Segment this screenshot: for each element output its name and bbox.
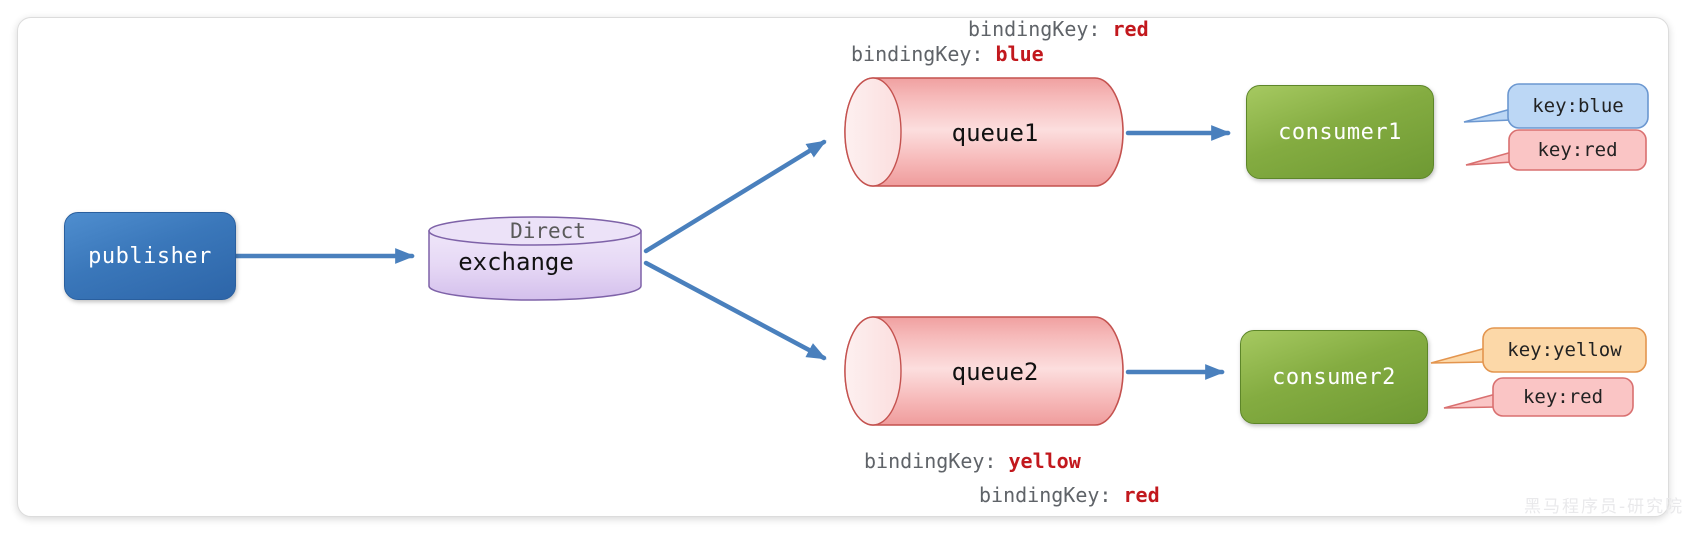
consumer1-node: consumer1 <box>1246 85 1434 179</box>
callout-shape <box>1430 327 1647 373</box>
binding-value: yellow <box>1008 449 1081 473</box>
tag-key-blue: key:blue <box>1455 82 1651 130</box>
binding-label-red-top: bindingKey: red <box>968 17 1149 41</box>
binding-prefix: bindingKey: <box>851 42 996 66</box>
binding-prefix: bindingKey: <box>979 483 1124 507</box>
exchange-cylinder <box>428 216 642 301</box>
tag-label: key:blue <box>1532 95 1624 117</box>
tag-key-red-2: key:red <box>1438 376 1636 418</box>
tag-label: key:yellow <box>1507 339 1622 361</box>
tag-label: key:red <box>1537 139 1618 161</box>
callout-tail <box>1465 150 1513 166</box>
callout-body <box>1482 327 1647 373</box>
binding-value: red <box>1112 17 1149 41</box>
queue2-cylinder <box>844 316 1124 426</box>
consumer2-label: consumer2 <box>1272 364 1396 390</box>
callout-shape <box>1443 377 1634 417</box>
queue1-cylinder <box>844 77 1124 187</box>
binding-label-yellow: bindingKey: yellow <box>864 449 1081 473</box>
binding-value: red <box>1123 483 1160 507</box>
consumer2-node: consumer2 <box>1240 330 1428 424</box>
callout-body <box>1507 83 1649 129</box>
publisher-label: publisher <box>88 243 212 269</box>
callout-body <box>1492 377 1634 417</box>
tag-key-red-1: key:red <box>1457 128 1649 172</box>
callout-tail <box>1430 346 1487 364</box>
queue1-label: queue1 <box>951 119 1039 147</box>
exchange-type-label: Direct <box>510 219 586 243</box>
cylinder-left-face <box>844 77 902 187</box>
tag-label: key:red <box>1522 386 1604 408</box>
binding-prefix: bindingKey: <box>864 449 1009 473</box>
callout-shape <box>1465 129 1647 171</box>
callout-tail <box>1463 107 1512 123</box>
tag-key-yellow: key:yellow <box>1426 326 1650 374</box>
callout-tail <box>1443 392 1497 409</box>
callout-shape <box>1463 83 1649 129</box>
binding-label-red-bottom: bindingKey: red <box>979 483 1160 507</box>
cylinder-top-face <box>428 216 642 246</box>
queue2-label: queue2 <box>951 358 1039 386</box>
binding-value: blue <box>995 42 1044 66</box>
callout-body <box>1508 129 1647 171</box>
cylinder-left-face <box>844 316 902 426</box>
watermark: 黑马程序员-研究院 <box>1524 497 1685 517</box>
publisher-node: publisher <box>64 212 236 300</box>
binding-prefix: bindingKey: <box>968 17 1113 41</box>
exchange-label: exchange <box>458 248 574 276</box>
consumer1-label: consumer1 <box>1278 119 1402 145</box>
binding-label-blue: bindingKey: blue <box>851 42 1044 66</box>
cylinder-body <box>428 230 642 301</box>
